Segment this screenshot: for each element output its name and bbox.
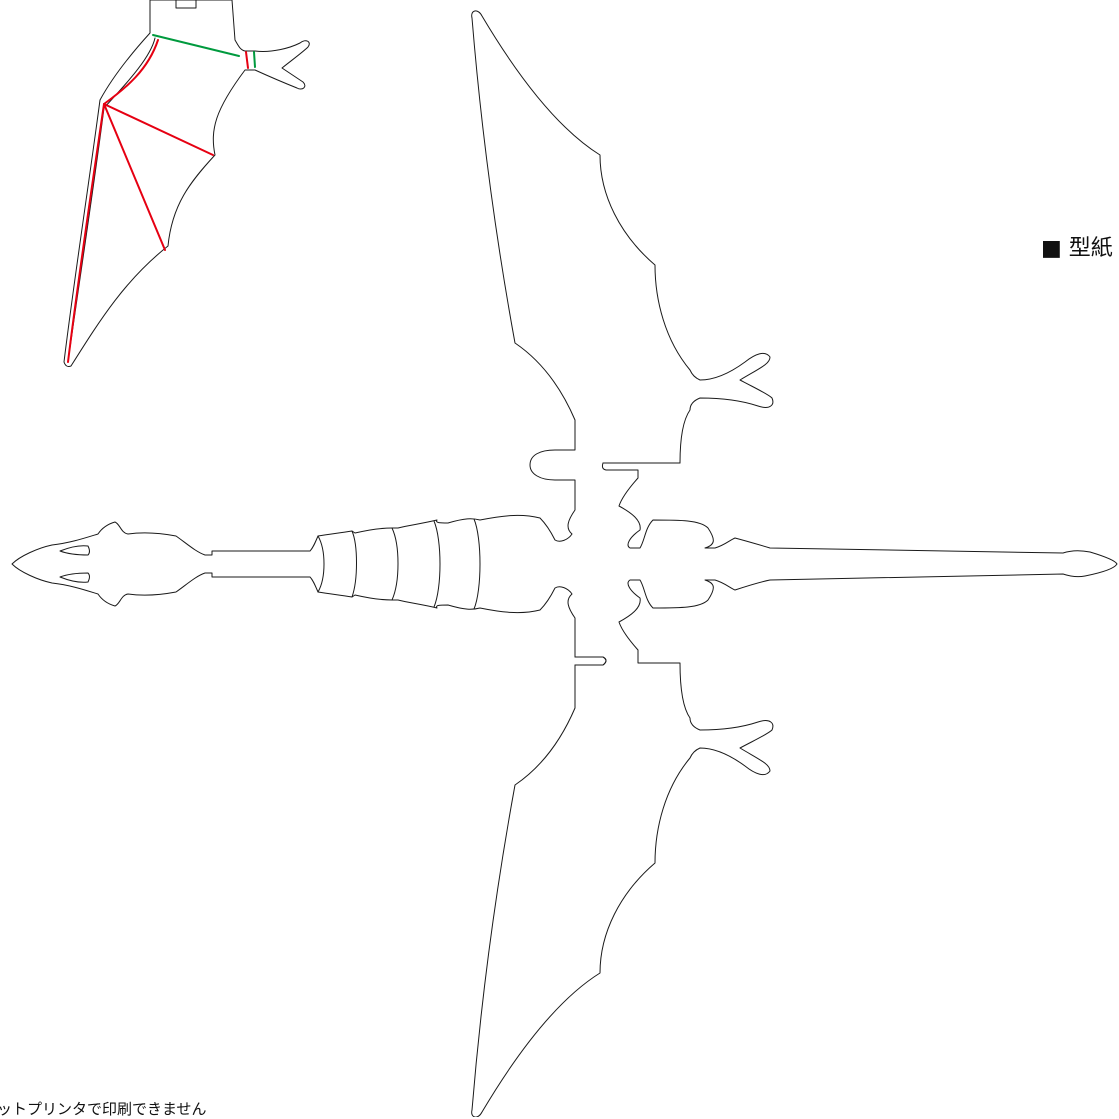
fold-line-finger-2	[103, 103, 166, 251]
fold-line-finger-3	[67, 103, 105, 363]
body-segment-4	[473, 518, 481, 610]
wing-tab-notch	[175, 0, 197, 9]
body-segment-3	[433, 520, 441, 608]
wing-template	[63, 0, 310, 367]
dragon-template	[11, 10, 1118, 1117]
body-segment-2	[391, 527, 399, 601]
pattern-title: ■ 型紙	[1041, 230, 1113, 262]
printer-note: ェットプリンタで印刷できません	[0, 1100, 207, 1118]
fold-line-shoulder	[152, 34, 240, 57]
fold-line-arm-upper	[103, 39, 159, 105]
wing-outline	[63, 0, 310, 367]
body-segment-1	[351, 530, 357, 598]
lower-eye-slot	[59, 572, 90, 583]
fold-line-finger-1	[103, 103, 214, 156]
upper-eye-slot	[59, 545, 90, 556]
neck-join	[317, 535, 325, 593]
center-slot-bottom	[574, 656, 607, 666]
heading-marker: ■	[1041, 236, 1062, 261]
heading-text: 型紙	[1068, 236, 1113, 261]
upper-wing-outline	[11, 10, 1118, 1117]
wing-inner-edge	[67, 37, 156, 363]
fold-line-wrist-valley	[253, 51, 256, 68]
fold-line-wrist	[245, 51, 249, 69]
